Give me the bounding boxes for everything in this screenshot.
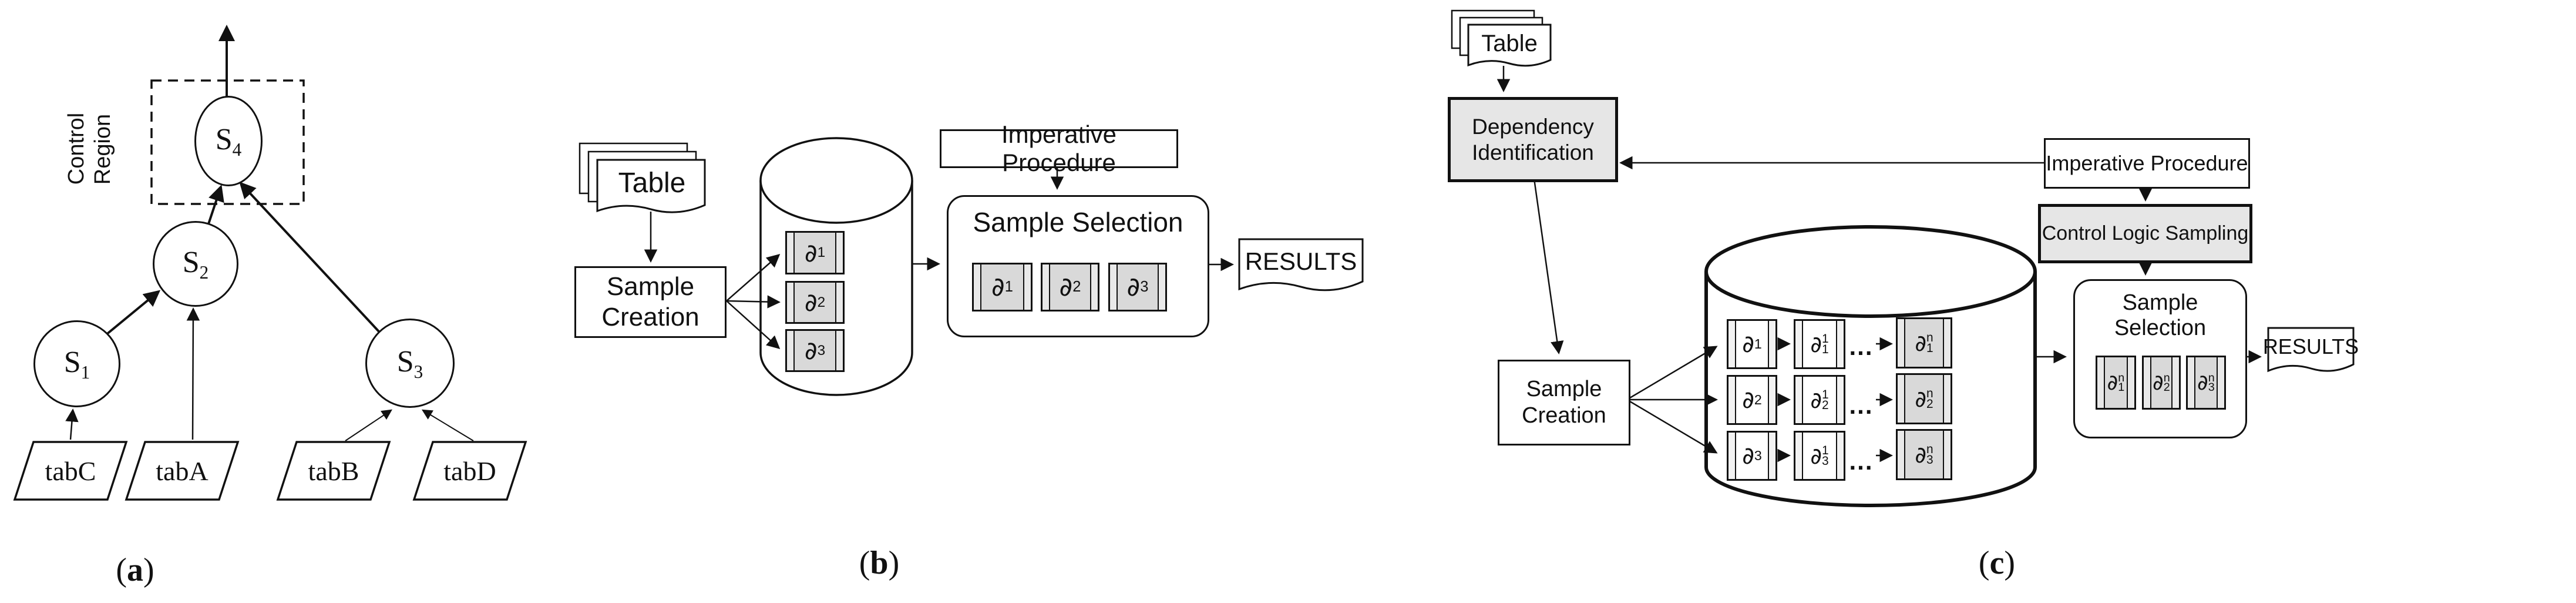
- results-label-c: RESULTS: [2262, 334, 2359, 359]
- control-logic-sampling-box: Control Logic Sampling: [2038, 204, 2252, 263]
- arrow-depid-samplecreation: [1533, 178, 1564, 354]
- control-region-box: [150, 79, 305, 205]
- selection-card-b3: ∂3: [1108, 263, 1167, 311]
- partition-card-b3: ∂3: [785, 329, 845, 372]
- edge-tabb-s3: [345, 409, 392, 441]
- edge-s3-s4: [239, 182, 380, 333]
- arrow-fan-3: [726, 300, 781, 350]
- edge-s2-s4: [207, 185, 224, 226]
- tab-taba-shape: [125, 441, 240, 501]
- arrow-fan-2: [726, 295, 781, 309]
- row2-ellipsis: ...: [1849, 391, 1874, 419]
- results-doc-shape: [1238, 238, 1364, 292]
- node-s2-label: S2: [182, 245, 209, 283]
- selection-card-b1: ∂1: [972, 263, 1033, 311]
- node-s2: S2: [153, 221, 238, 307]
- sample-selection-label: Sample Selection: [973, 207, 1183, 237]
- row3-base-card: ∂3: [1727, 431, 1777, 481]
- table-icon-label: Table: [618, 167, 686, 199]
- tab-tabb-shape: [276, 441, 391, 501]
- table-icon-label-c: Table: [1481, 30, 1538, 56]
- node-s3: S3: [365, 319, 455, 408]
- selection-card-b2: ∂2: [1041, 263, 1099, 311]
- node-s4: S4: [194, 96, 263, 186]
- table-page-front: [596, 159, 706, 213]
- node-s1: S1: [33, 320, 120, 407]
- tab-tabc-shape: [13, 441, 128, 501]
- imperative-procedure-box: Imperative Procedure: [940, 120, 1178, 176]
- tab-tabd-shape: [412, 441, 527, 501]
- tab-tabc-label: tabC: [45, 455, 96, 486]
- node-s4-label: S4: [215, 122, 242, 160]
- results-doc-shape-c: [2267, 327, 2355, 373]
- edge-tabd-s3: [421, 409, 474, 441]
- panel-a-caption: (a): [116, 552, 154, 588]
- row3-ellipsis: ...: [1849, 447, 1874, 475]
- tab-tabd-label: tabD: [443, 455, 496, 486]
- database-cylinder-top: [759, 137, 913, 224]
- sample-selection-label-c: Sample Selection: [2114, 290, 2207, 340]
- table-page-front-c: [1467, 24, 1552, 67]
- panel-c-caption: (c): [1978, 544, 2016, 581]
- imperative-procedure-box-c: Imperative Procedure: [2044, 138, 2250, 189]
- partition-card-b1: ∂1: [785, 231, 845, 274]
- partition-card-b2: ∂2: [785, 281, 845, 324]
- arrow-fan-c1: [1626, 346, 1718, 401]
- arrow-fan-c3: [1626, 398, 1718, 454]
- control-region-label: Control Region: [64, 112, 115, 185]
- edge-s1-s2: [105, 290, 161, 336]
- arrow-fan-1: [726, 254, 781, 302]
- tab-taba-label: tabA: [156, 455, 208, 486]
- row1-base-card: ∂1: [1727, 319, 1777, 369]
- database-cylinder-body-c: [1704, 272, 2037, 507]
- node-s1-label: S1: [63, 345, 90, 383]
- database-cylinder-top-c: [1704, 225, 2037, 318]
- panel-b-caption: (b): [859, 544, 900, 581]
- tab-tabb-label: tabB: [308, 455, 359, 486]
- results-label: RESULTS: [1245, 247, 1357, 275]
- row1-ellipsis: ...: [1849, 333, 1874, 360]
- node-s3-label: S3: [396, 344, 423, 382]
- edge-tabc-s1: [65, 408, 79, 440]
- row2-base-card: ∂2: [1727, 375, 1777, 425]
